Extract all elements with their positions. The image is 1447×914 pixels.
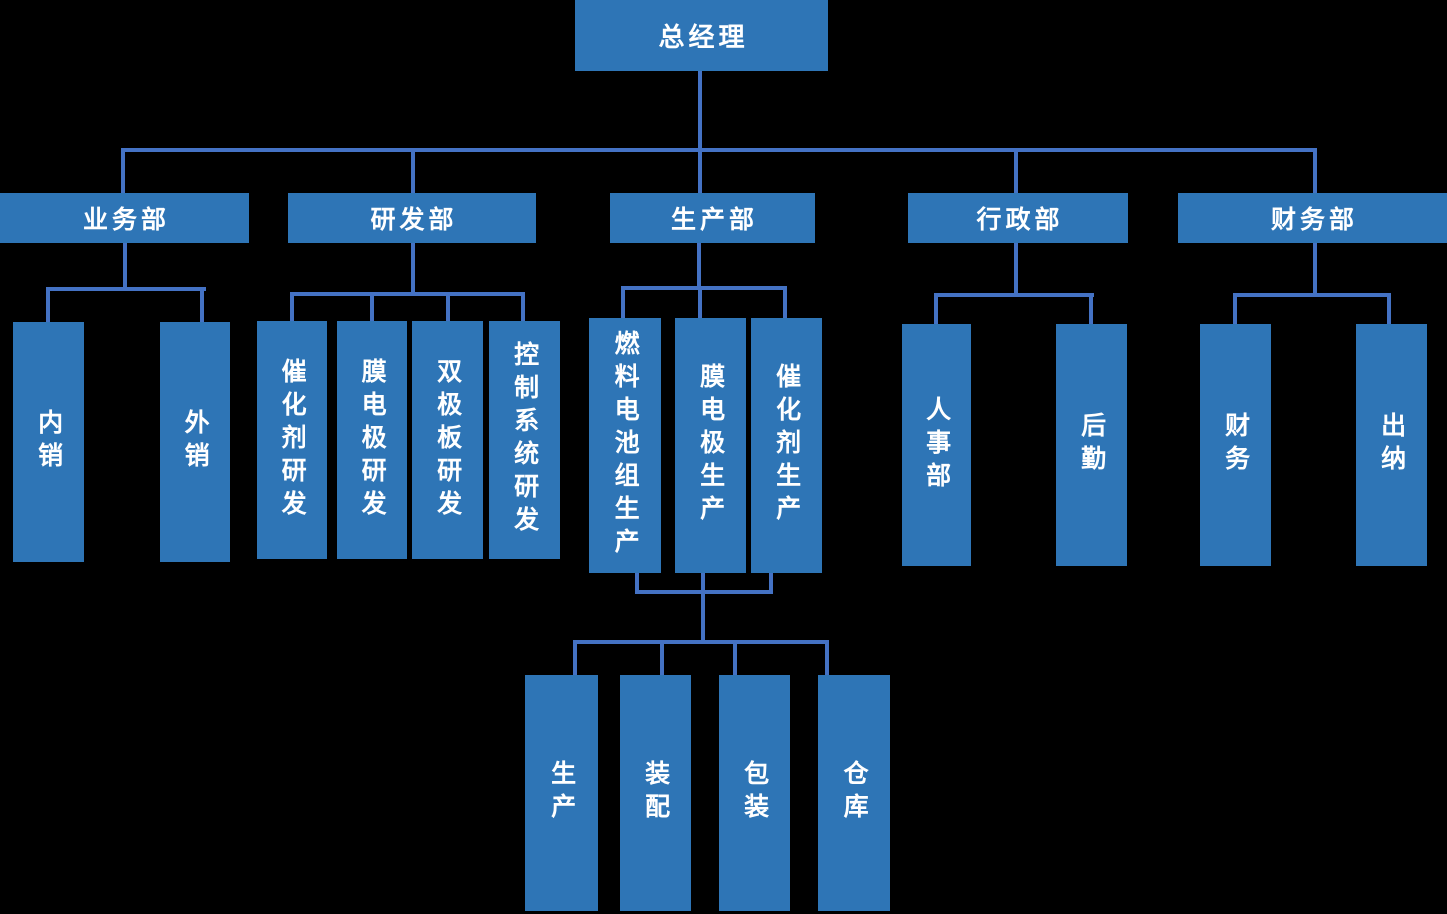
node-label: 财务部 (1270, 205, 1358, 234)
node-label: 仓库 (840, 760, 870, 826)
node-packaging: 包装 (719, 675, 790, 911)
connector-drop-accounting (1233, 293, 1237, 324)
node-label: 装配 (641, 760, 671, 826)
node-control-system-rnd: 控制系统研发 (489, 321, 560, 559)
connector-drop-catalyst-rnd (290, 292, 294, 321)
node-label: 业务部 (82, 205, 170, 234)
node-export-sales: 外销 (160, 322, 230, 562)
connector-root-riser (698, 71, 702, 193)
connector-production-riser (697, 243, 701, 290)
connector-sub-center-drop (701, 590, 705, 642)
connector-drop-domestic-sales (46, 287, 50, 322)
connector-drop-manufacturing (573, 640, 577, 675)
connector-drop-fuel-cell-stack (621, 286, 625, 318)
node-label: 催化剂研发 (278, 357, 308, 523)
connector-finance-bus (1233, 293, 1391, 297)
node-label: 催化剂生产 (772, 363, 802, 528)
node-warehouse: 仓库 (818, 675, 890, 911)
connector-sub-distribution-bus (573, 640, 829, 644)
node-production-dept: 生产部 (610, 193, 815, 243)
connector-business-bus (46, 287, 206, 291)
node-label: 财务 (1221, 412, 1251, 478)
connector-drop-bipolar-plate-rnd (446, 292, 450, 321)
node-label: 外销 (181, 409, 211, 475)
node-label: 研发部 (370, 205, 458, 234)
connector-admin-riser (1014, 243, 1018, 297)
connector-drop-packaging (733, 640, 737, 675)
node-general-manager: 总经理 (575, 0, 828, 71)
node-label: 膜电极研发 (358, 357, 388, 523)
connector-finance-riser (1313, 243, 1317, 297)
node-label: 双极板研发 (433, 357, 463, 523)
node-label: 总经理 (658, 23, 749, 53)
node-admin-dept: 行政部 (908, 193, 1128, 243)
node-label: 内销 (34, 409, 64, 475)
connector-drop-warehouse (825, 640, 829, 675)
node-rnd-dept: 研发部 (288, 193, 536, 243)
connector-drop-rnd (411, 148, 415, 193)
node-label: 燃料电池组生产 (611, 330, 641, 561)
connector-drop-assembly (660, 640, 664, 675)
node-label: 生产部 (670, 205, 758, 234)
node-label: 人事部 (922, 395, 952, 495)
node-domestic-sales: 内销 (13, 322, 84, 562)
node-assembly: 装配 (620, 675, 691, 911)
connector-main-bus (121, 148, 1317, 152)
node-manufacturing: 生产 (525, 675, 598, 911)
node-catalyst-production: 催化剂生产 (751, 318, 822, 573)
connector-drop-business (121, 148, 125, 193)
connector-drop-membrane-electrode-rnd (370, 292, 374, 321)
node-label: 控制系统研发 (510, 341, 540, 539)
connector-rnd-bus (290, 292, 525, 296)
connector-drop-membrane-electrode-prod (698, 286, 702, 318)
connector-drop-logistics (1089, 293, 1093, 324)
connector-drop-cashier (1387, 293, 1391, 324)
connector-drop-control-system-rnd (521, 292, 525, 321)
node-label: 出纳 (1377, 412, 1407, 478)
node-label: 行政部 (976, 205, 1064, 234)
node-label: 后勤 (1077, 412, 1107, 478)
node-label: 生产 (547, 760, 577, 826)
connector-drop-finance (1313, 148, 1317, 193)
node-label: 包装 (740, 760, 770, 826)
node-business-dept: 业务部 (0, 193, 249, 243)
connector-drop-export-sales (200, 287, 204, 322)
connector-stub-fuel-cell-stack (635, 573, 639, 592)
node-bipolar-plate-rnd: 双极板研发 (412, 321, 483, 559)
node-cashier: 出纳 (1356, 324, 1427, 566)
connector-admin-bus (934, 293, 1094, 297)
node-accounting: 财务 (1200, 324, 1271, 566)
connector-production-bus (621, 286, 787, 290)
node-catalyst-rnd: 催化剂研发 (257, 321, 327, 559)
node-fuel-cell-stack-production: 燃料电池组生产 (589, 318, 661, 573)
connector-drop-admin (1014, 148, 1018, 193)
node-finance-dept: 财务部 (1178, 193, 1447, 243)
node-label: 膜电极生产 (696, 363, 726, 528)
connector-stub-catalyst-prod (769, 573, 773, 592)
connector-drop-hr (934, 293, 938, 324)
connector-drop-catalyst-prod (783, 286, 787, 318)
connector-business-riser (123, 243, 127, 291)
connector-rnd-riser (411, 243, 415, 296)
node-hr-dept: 人事部 (902, 324, 971, 566)
connector-stub-membrane-electrode-prod (701, 573, 705, 592)
node-membrane-electrode-production: 膜电极生产 (675, 318, 746, 573)
node-membrane-electrode-rnd: 膜电极研发 (337, 321, 407, 559)
node-logistics: 后勤 (1056, 324, 1127, 566)
